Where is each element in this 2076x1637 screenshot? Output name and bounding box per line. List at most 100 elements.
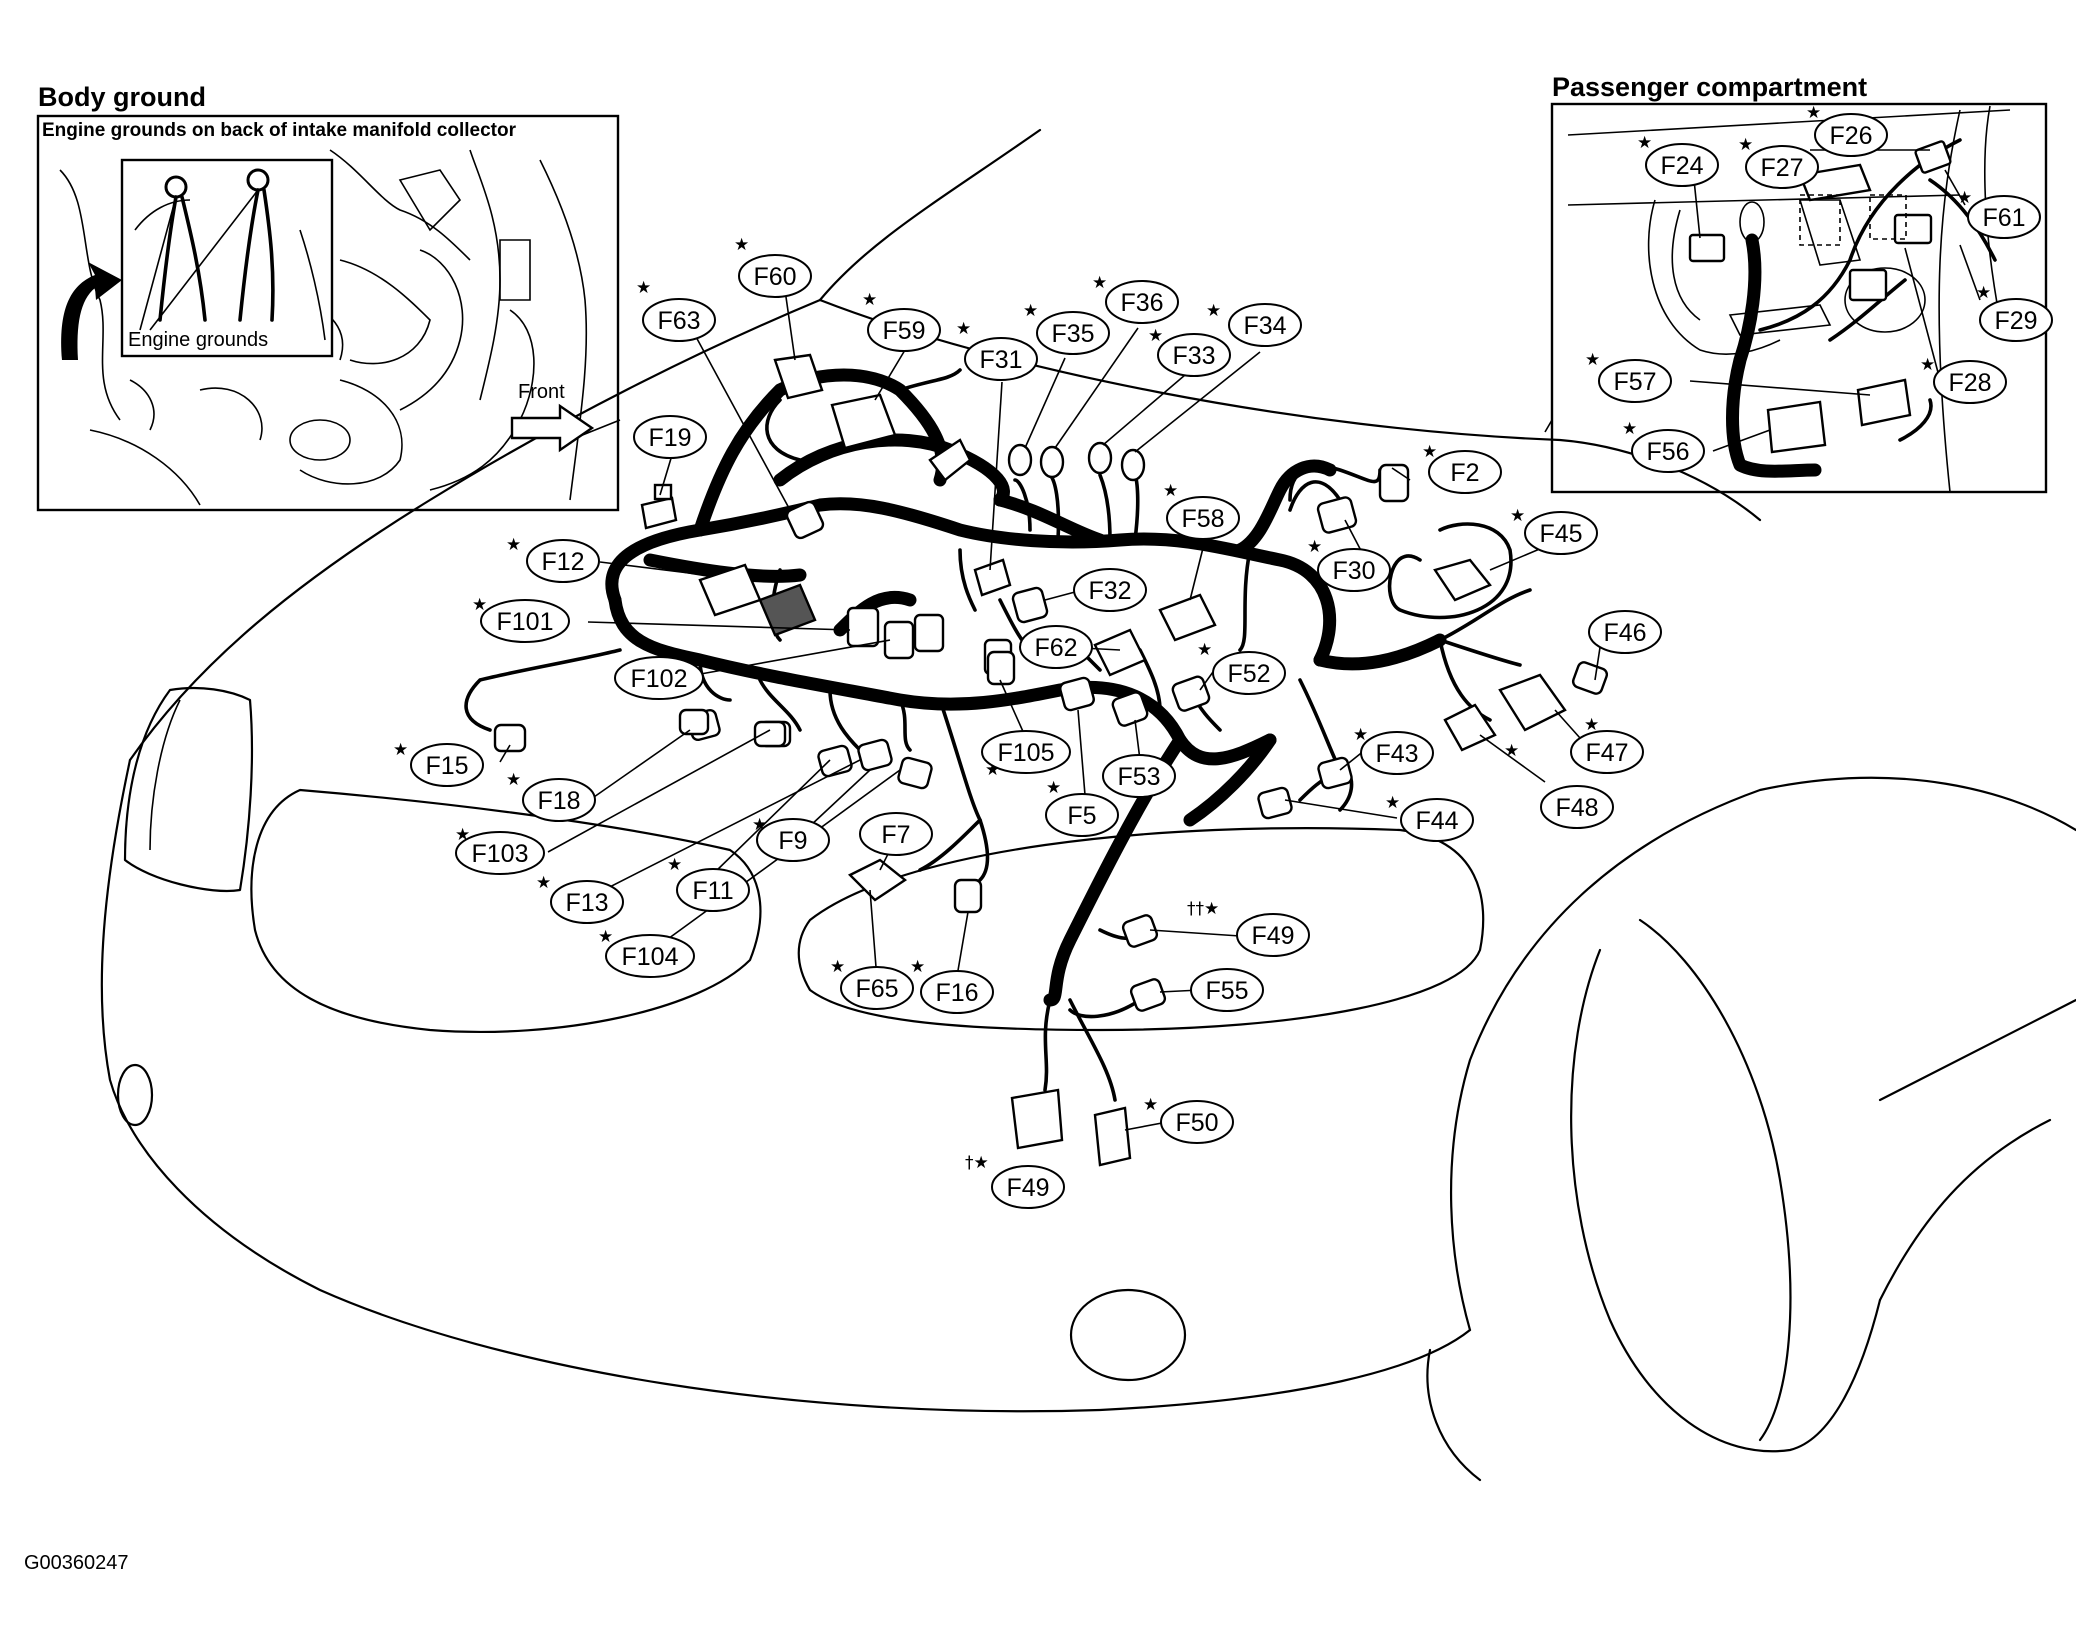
svg-text:F9: F9 — [778, 827, 807, 855]
star-icon: ★ — [1092, 273, 1107, 293]
connector-label-f2: F2 — [1428, 450, 1502, 494]
connector-label-f61: F61 — [1967, 195, 2041, 239]
star-icon: ★ — [830, 957, 845, 977]
connector-label-f57: F57 — [1598, 359, 1672, 403]
star-icon: ★ — [598, 927, 613, 947]
front-label: Front — [518, 381, 565, 403]
svg-text:F62: F62 — [1034, 634, 1077, 662]
svg-text:F63: F63 — [657, 307, 700, 335]
connector-label-f7: F7 — [859, 812, 933, 856]
svg-text:F105: F105 — [998, 739, 1055, 767]
connector-label-f28: F28 — [1933, 360, 2007, 404]
connector-label-f101: F101 — [480, 599, 570, 643]
passenger-compartment-title: Passenger compartment — [1552, 72, 1867, 102]
connector-label-f102: F102 — [614, 656, 704, 700]
svg-text:F32: F32 — [1088, 577, 1131, 605]
connector-label-f9: F9 — [756, 818, 830, 862]
connector-label-f27: F27 — [1745, 145, 1819, 189]
svg-text:F58: F58 — [1181, 505, 1224, 533]
svg-text:F45: F45 — [1539, 520, 1582, 548]
svg-text:F44: F44 — [1415, 807, 1458, 835]
star-icon: ★ — [1197, 640, 1212, 660]
connector-label-f105: F105 — [981, 730, 1071, 774]
connector-label-f55: F55 — [1190, 968, 1264, 1012]
connector-label-f31: F31 — [964, 337, 1038, 381]
body-ground-inset: Body ground Engine grounds on back of in… — [36, 82, 620, 512]
svg-text:F24: F24 — [1660, 152, 1703, 180]
connector-label-f52: F52 — [1212, 651, 1286, 695]
svg-text:F60: F60 — [753, 263, 796, 291]
connector-label-f15: F15 — [410, 743, 484, 787]
star-icon: ★ — [1504, 741, 1519, 761]
svg-text:F61: F61 — [1982, 204, 2025, 232]
svg-text:F57: F57 — [1613, 368, 1656, 396]
connector-label-f46: F46 — [1588, 610, 1662, 654]
svg-text:F56: F56 — [1646, 438, 1689, 466]
svg-text:F16: F16 — [935, 979, 978, 1007]
star-icon: ★ — [1738, 135, 1753, 155]
double-dagger-star-icon: ††★ — [1187, 899, 1219, 919]
svg-text:F49: F49 — [1006, 1174, 1049, 1202]
star-icon: ★ — [1920, 355, 1935, 375]
connector-label-f60: F60 — [738, 254, 812, 298]
star-icon: ★ — [1637, 133, 1652, 153]
connector-label-f18: F18 — [522, 778, 596, 822]
front-arrow-icon — [510, 403, 595, 453]
star-icon: ★ — [1422, 442, 1437, 462]
star-icon: ★ — [1206, 301, 1221, 321]
body-ground-frame — [36, 114, 620, 512]
svg-text:F36: F36 — [1120, 289, 1163, 317]
passenger-compartment-inset: Passenger compartment — [1550, 72, 2048, 494]
connector-label-f56: F56 — [1631, 429, 1705, 473]
connector-label-f24: F24 — [1645, 143, 1719, 187]
connector-label-f16: F16 — [920, 970, 994, 1014]
dagger-star-icon: †★ — [965, 1153, 989, 1173]
star-icon: ★ — [1976, 283, 1991, 303]
connector-label-f49-lower: F49 — [991, 1165, 1065, 1209]
svg-text:F26: F26 — [1829, 122, 1872, 150]
star-icon: ★ — [667, 855, 682, 875]
connector-labels: F60 F63 F59 F31 F35 F36 F33 F34 F19 F2 F… — [410, 113, 2053, 1209]
star-icon: ★ — [536, 873, 551, 893]
engine-illustration: Engine grounds — [59, 149, 588, 506]
svg-text:F34: F34 — [1243, 312, 1286, 340]
star-icon: ★ — [1148, 326, 1163, 346]
main-harness — [605, 368, 1447, 1007]
svg-text:F31: F31 — [979, 346, 1022, 374]
connector-label-f5: F5 — [1045, 793, 1119, 837]
svg-text:F43: F43 — [1375, 740, 1418, 768]
connector-label-f30: F30 — [1317, 548, 1391, 592]
star-icon: ★ — [636, 278, 651, 298]
svg-text:F65: F65 — [855, 975, 898, 1003]
svg-text:F13: F13 — [565, 889, 608, 917]
applicability-marks: ★ ★ ★ ★ ★ ★ ★ ★ ★ ★ ★ ★ ★ ★ ★ ★ ★ ★ ★ ★ … — [393, 103, 1991, 1173]
connector-bodies — [493, 353, 1609, 1167]
svg-text:F33: F33 — [1172, 342, 1215, 370]
star-icon: ★ — [862, 290, 877, 310]
connector-label-f36: F36 — [1105, 280, 1179, 324]
star-icon: ★ — [1806, 103, 1821, 123]
svg-text:F55: F55 — [1205, 977, 1248, 1005]
star-icon: ★ — [506, 770, 521, 790]
svg-text:F49: F49 — [1251, 922, 1294, 950]
connector-label-f19: F19 — [633, 415, 707, 459]
connector-label-f13: F13 — [550, 880, 624, 924]
body-ground-subtitle: Engine grounds on back of intake manifol… — [42, 120, 517, 141]
connector-label-f104: F104 — [605, 934, 695, 978]
svg-text:F52: F52 — [1227, 660, 1270, 688]
connector-label-f48: F48 — [1540, 785, 1614, 829]
connector-label-f59: F59 — [867, 308, 941, 352]
connector-label-f63: F63 — [642, 298, 716, 342]
svg-text:F5: F5 — [1067, 802, 1096, 830]
connector-label-f103: F103 — [455, 831, 545, 875]
star-icon: ★ — [1353, 725, 1368, 745]
passenger-compartment-frame — [1550, 102, 2048, 494]
star-icon: ★ — [1622, 419, 1637, 439]
svg-text:F30: F30 — [1332, 557, 1375, 585]
connector-label-f11: F11 — [676, 868, 750, 912]
connector-label-f26: F26 — [1814, 113, 1888, 157]
svg-text:F35: F35 — [1051, 320, 1094, 348]
svg-text:F53: F53 — [1117, 763, 1160, 791]
connector-label-f32: F32 — [1073, 568, 1147, 612]
